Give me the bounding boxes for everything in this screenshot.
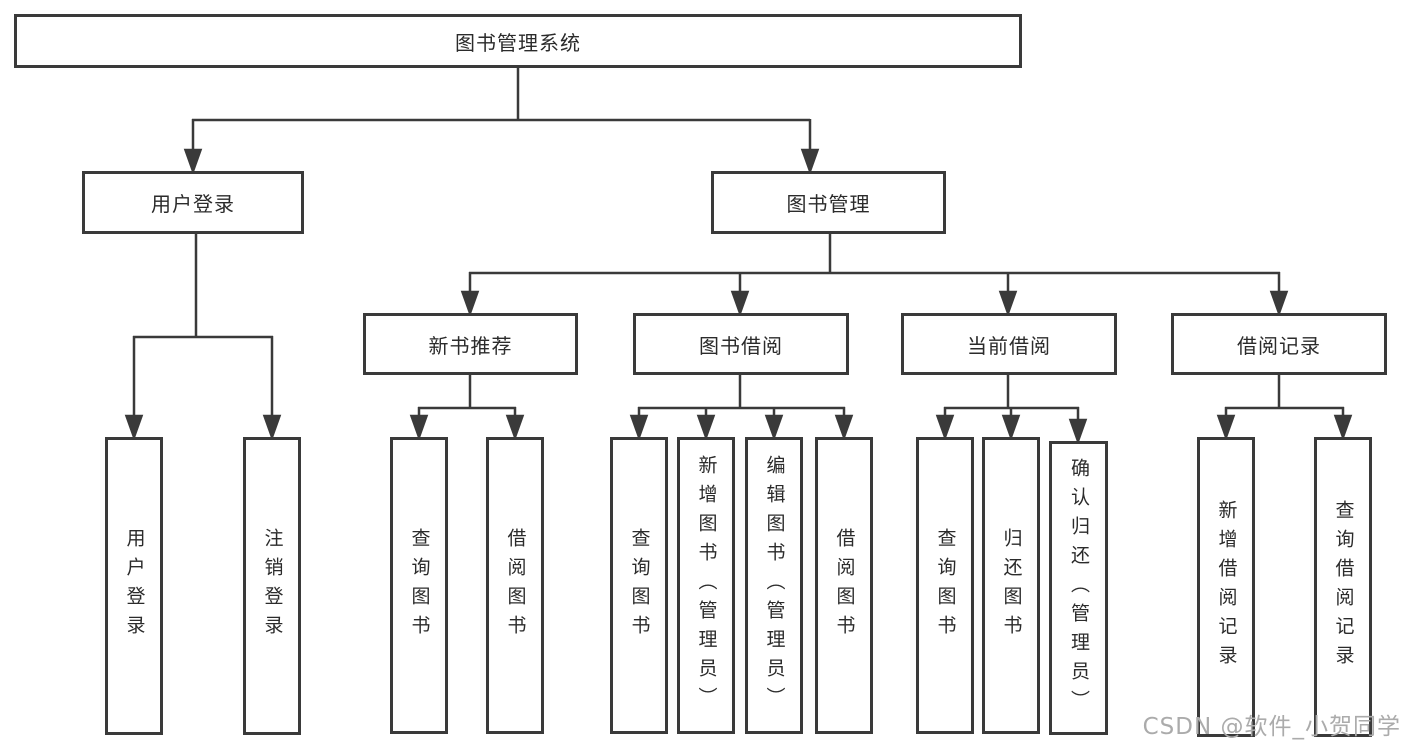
leaf-current-query-books: 查询图书 (916, 437, 974, 734)
leaf-current-query-books-label: 查询图书 (934, 527, 957, 644)
node-root: 图书管理系统 (14, 14, 1022, 68)
leaf-current-confirm-return-admin-label: 确认归还（管理员） (1068, 457, 1090, 719)
node-new-book-recommend-label: 新书推荐 (428, 333, 513, 358)
leaf-logout-login-label: 注销登录 (261, 528, 284, 644)
connector-book-borrow-children (629, 375, 854, 441)
leaf-borrow-edit-books-admin-label: 编辑图书（管理员） (763, 455, 786, 716)
connector-borrow-records-children (1216, 375, 1353, 441)
node-root-label: 图书管理系统 (455, 30, 581, 55)
node-book-management-label: 图书管理 (786, 192, 871, 216)
leaf-current-return-books: 归还图书 (982, 437, 1040, 734)
node-user-login: 用户登录 (82, 171, 304, 234)
leaf-borrow-borrow-books-label: 借阅图书 (833, 527, 856, 644)
leaf-newrec-borrow-books-label: 借阅图书 (504, 527, 527, 644)
leaf-logout-login: 注销登录 (243, 437, 301, 735)
leaf-records-add-record-label: 新增借阅记录 (1215, 500, 1238, 674)
node-borrow-records: 借阅记录 (1171, 313, 1387, 375)
connector-book-management-children (460, 234, 1289, 317)
leaf-borrow-query-books-label: 查询图书 (628, 527, 651, 644)
leaf-current-confirm-return-admin: 确认归还（管理员） (1049, 441, 1108, 735)
leaf-records-query-record-label: 查询借阅记录 (1332, 500, 1355, 674)
node-user-login-label: 用户登录 (151, 192, 235, 216)
node-borrow-records-label: 借阅记录 (1237, 333, 1321, 358)
leaf-newrec-query-books-label: 查询图书 (408, 527, 431, 644)
leaf-borrow-add-books-admin: 新增图书（管理员） (677, 437, 735, 734)
leaf-current-return-books-label: 归还图书 (1000, 527, 1023, 644)
leaf-user-login: 用户登录 (105, 437, 163, 735)
watermark-text: CSDN @软件_小贺同学 (1142, 714, 1401, 740)
connector-new-book-children (409, 375, 525, 441)
node-current-borrow: 当前借阅 (901, 313, 1117, 375)
node-current-borrow-label: 当前借阅 (967, 333, 1051, 358)
node-new-book-recommend: 新书推荐 (363, 313, 578, 375)
leaf-borrow-add-books-admin-label: 新增图书（管理员） (695, 455, 718, 716)
connector-root-to-level2 (183, 68, 820, 175)
leaf-borrow-edit-books-admin: 编辑图书（管理员） (745, 437, 803, 734)
leaf-records-add-record: 新增借阅记录 (1197, 437, 1255, 737)
leaf-newrec-borrow-books: 借阅图书 (486, 437, 544, 734)
leaf-borrow-query-books: 查询图书 (610, 437, 668, 734)
connector-user-login-children (124, 234, 282, 441)
leaf-borrow-borrow-books: 借阅图书 (815, 437, 873, 734)
leaf-records-query-record: 查询借阅记录 (1314, 437, 1372, 737)
node-book-borrow: 图书借阅 (633, 313, 849, 375)
leaf-newrec-query-books: 查询图书 (390, 437, 448, 734)
node-book-management: 图书管理 (711, 171, 946, 234)
node-book-borrow-label: 图书借阅 (699, 333, 783, 358)
leaf-user-login-label: 用户登录 (123, 528, 146, 644)
connector-current-borrow-children (935, 375, 1088, 445)
